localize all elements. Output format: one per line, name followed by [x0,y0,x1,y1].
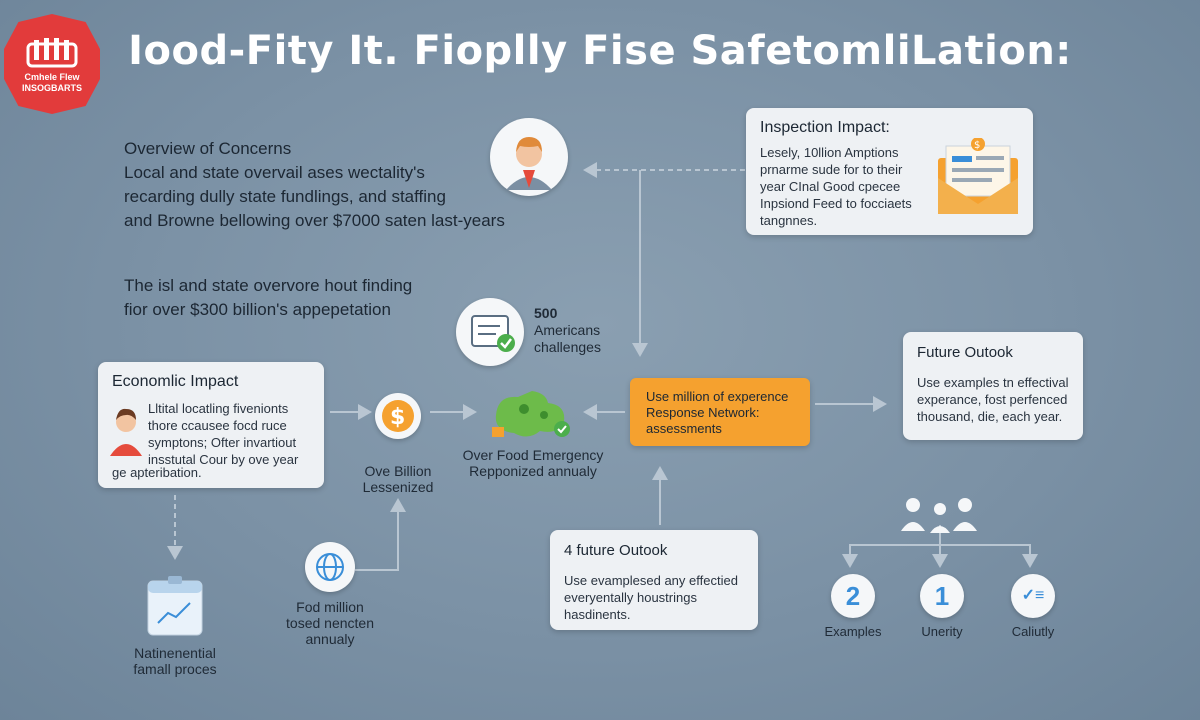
future-line: Use examples tn effectival [917,375,1069,390]
billion-label: Ove Billion Lessenized [348,463,448,495]
overview-block: Overview of Concerns Local and state ove… [124,137,505,233]
checklist-icon [471,315,515,352]
svg-text:$: $ [974,140,980,151]
person-icon [110,408,142,456]
person-avatar [490,118,568,196]
map-icon [492,391,570,437]
funding-line: fior over $300 billion's appepetation [124,300,391,319]
globe-circle [305,542,355,592]
inspection-impact-card: Inspection Impact: Lesely, 10llion Ampti… [746,108,1033,235]
food-emergency-line: Repponized annualy [469,463,597,479]
americans-line: Americans [534,322,601,338]
report-chart-icon [147,576,203,636]
checklist-circle [456,298,524,366]
branch-right [940,544,1038,568]
nationwide-line: Natinenential [134,645,216,661]
step-label: Examples [824,624,882,639]
nationwide-label: Natinenential famall proces [110,645,240,677]
future-line: experance, fost perfenced [917,392,1068,407]
step-circle: 1 [920,574,964,618]
step-number: 2 [845,581,861,611]
future-body: Use examples tn effectival experance, fo… [917,374,1077,425]
inspection-body: Lesely, 10llion Amptions prnarme sude fo… [760,144,935,229]
future-bottom-line: hasdinents. [564,607,631,622]
future-outlook-card: Future Outook Use examples tn effectival… [903,332,1083,440]
nationwide-line: famall proces [133,661,217,677]
people-group-icon [901,498,977,533]
economic-line: ge apteribation. [112,465,202,480]
step-circle: 2 [831,574,875,618]
response-line: Response Network: [646,405,760,420]
fod-million-line: Fod million [296,599,364,615]
economic-body: Lltital locatling fivenionts thore ccaus… [148,400,318,468]
economic-title: Economlic Impact [112,373,239,390]
overview-line: Local and state overvail ases wectality'… [124,163,425,182]
step-number: 1 [934,581,950,611]
inspection-line: Inpsiond Feed to focciaets [760,196,912,211]
dollar-circle: $ [375,393,421,439]
food-emergency-label: Over Food Emergency Repponized annualy [458,447,608,479]
step-circle: ✓≡ [1011,574,1055,618]
future-bottom-body: Use evamplesed any effectied everyentall… [564,572,754,623]
overview-line: and Browne bellowing over $7000 saten la… [124,211,505,230]
overview-heading: Overview of Concerns [124,139,292,158]
fod-million-line: annualy [305,631,355,647]
americans-label: 500 Americans challenges [534,305,601,356]
economic-line: Lltital locatling fivenionts [148,401,289,416]
future-line: thousand, die, each year. [917,409,1063,424]
page-title: Iood-Fity It. Fioplly Fise SafetomliLati… [128,28,1072,74]
inspection-title: Inspection Impact: [760,119,890,136]
americans-number: 500 [534,305,558,321]
americans-line: challenges [534,339,601,355]
step-label: Caliutly [1011,624,1055,639]
inspection-line: Lesely, 10llion Amptions [760,145,899,160]
inspection-line: year CInal Good cpecee [760,179,901,194]
brand-logo [4,14,100,114]
dollar-icon: $ [382,400,414,432]
branch-left [842,525,941,568]
future-bottom-line: everyentally houstrings [564,590,697,605]
arrow-globe-to-billion [355,498,406,571]
checklist-icon: ✓≡ [1021,587,1045,604]
step-label: Unerity [921,624,963,639]
future-title: Future Outook [917,344,1013,361]
economic-line: symptons; Ofter invartiout [148,435,297,450]
svg-text:$: $ [390,405,405,430]
funding-block: The isl and state overvore hout finding … [124,274,412,322]
economic-impact-card: Economlic Impact Lltital locatling fiven… [98,362,324,488]
future-bottom-line: Use evamplesed any effectied [564,573,738,588]
inspection-line: tangnnes. [760,213,818,228]
response-body: Use million of experence Response Networ… [646,389,788,437]
fod-million-label: Fod million tosed nencten annualy [270,599,390,647]
billion-line: Lessenized [362,479,434,495]
response-network-box: Use million of experence Response Networ… [630,378,810,446]
fod-million-line: tosed nencten [286,615,374,631]
response-line: Use million of experence [646,389,789,404]
billion-line: Ove Billion [364,463,432,479]
logo-text-line1: Cmhele Flew [24,72,80,82]
future-bottom-title: 4 future Outook [564,542,668,559]
funding-line: The isl and state overvore hout finding [124,276,413,295]
economic-line: thore ccausee focd ruce [148,418,287,433]
response-line: assessments [646,421,722,436]
food-emergency-line: Over Food Emergency [462,447,604,463]
globe-icon [316,553,344,581]
envelope-icon: $ [938,138,1018,214]
logo-text-line2: INSOGBARTS [21,83,82,93]
person-icon [506,137,552,190]
overview-line: recarding dully state fundlings, and sta… [124,187,446,206]
future-outlook-card-secondary: 4 future Outook Use evamplesed any effec… [550,530,758,630]
inspection-line: prnarme sude for to their [760,162,903,177]
economic-line: insstutal Cour by ove year [148,452,299,467]
